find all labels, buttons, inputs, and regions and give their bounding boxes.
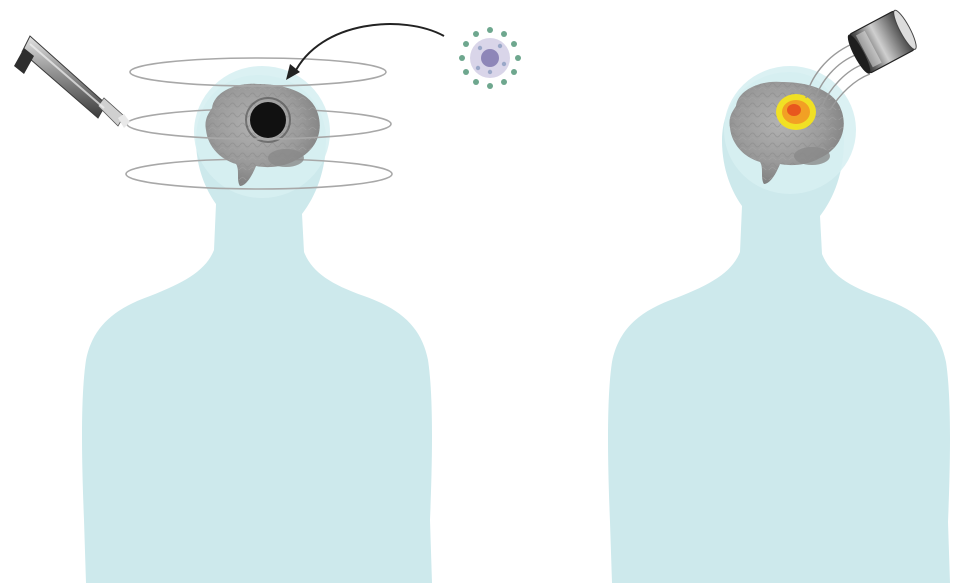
left-figure <box>14 24 521 583</box>
imaging-detector-icon <box>844 8 919 76</box>
laser-probe-icon <box>14 36 130 128</box>
dark-lesion <box>250 102 286 138</box>
curved-arrow-icon <box>286 24 444 80</box>
right-figure <box>608 8 950 583</box>
nanoparticle-icon <box>459 27 521 89</box>
heat-spot <box>776 94 816 130</box>
